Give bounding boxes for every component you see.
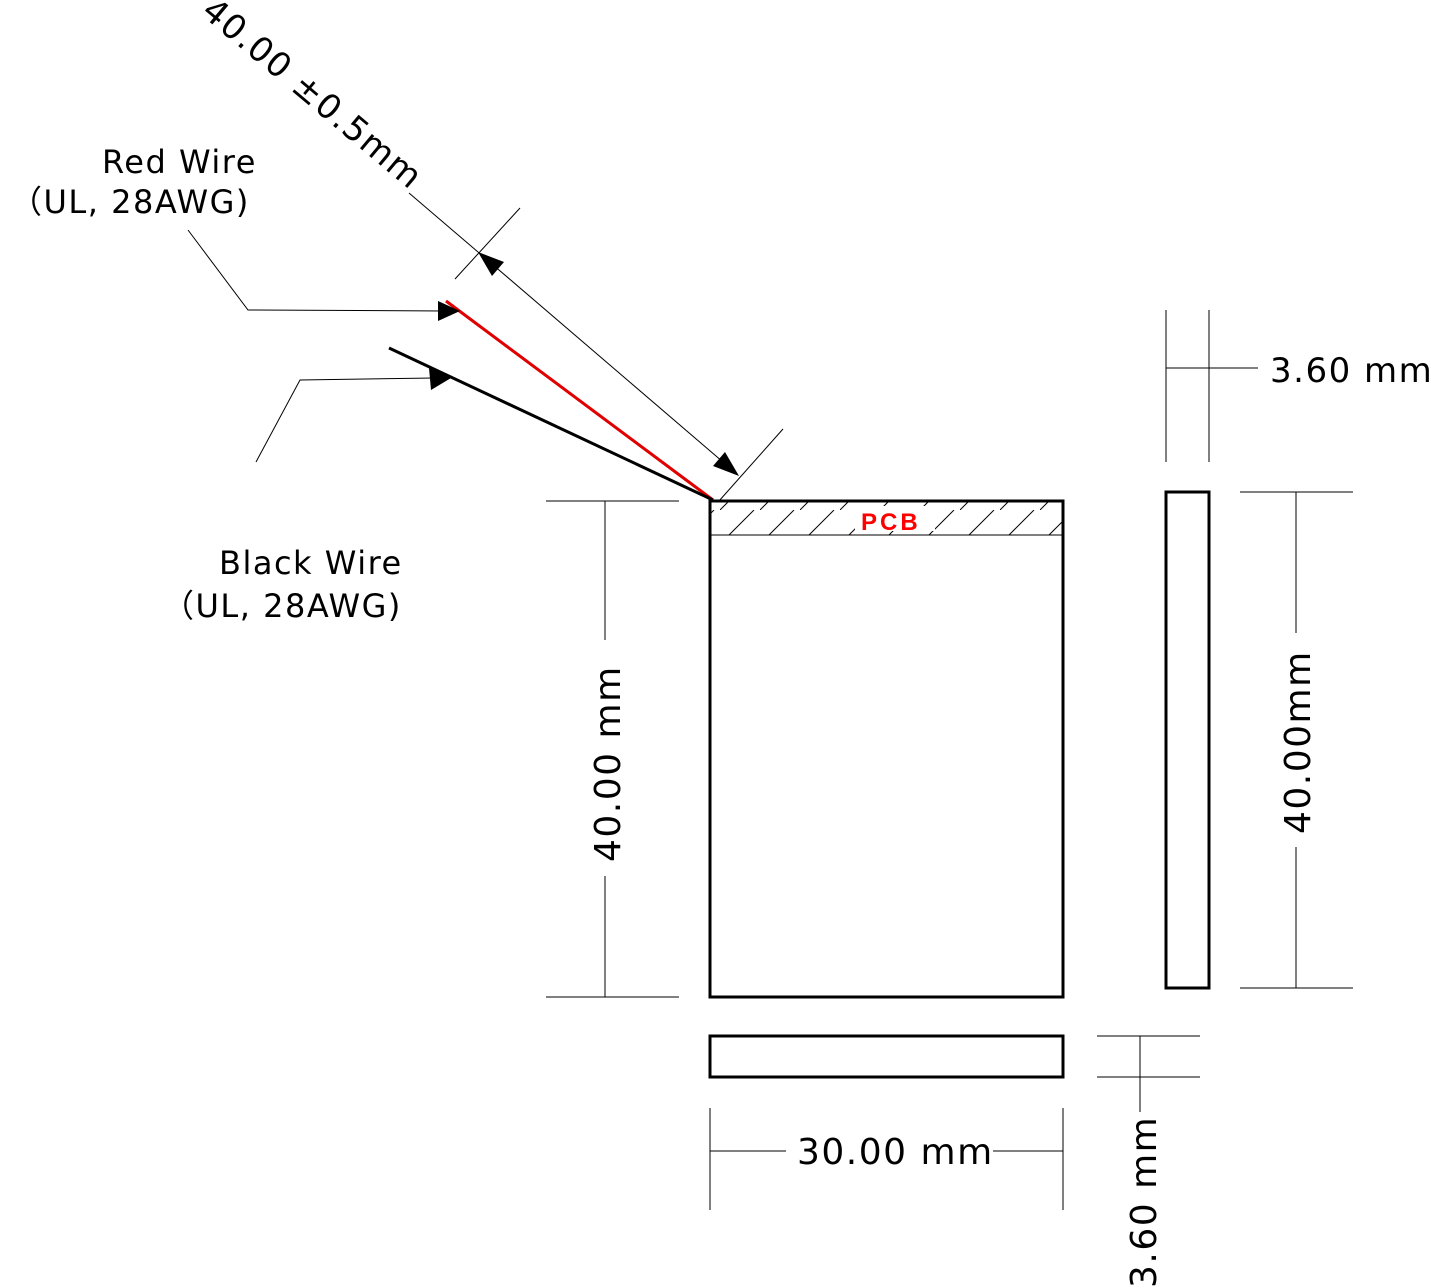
pcb-label-bg: [855, 506, 935, 531]
bottom-thickness-dimension: 3.60 mm: [1097, 1035, 1200, 1288]
red-wire-leader: [187, 229, 446, 312]
red-wire-callout: Red Wire （UL, 28AWG): [10, 143, 460, 321]
bottom-thickness-label: 3.60 mm: [1124, 1116, 1165, 1288]
black-wire-spec: （UL, 28AWG): [162, 587, 402, 625]
battery-side-view: [1164, 490, 1211, 990]
battery-body: [708, 499, 1065, 999]
red-wire: [445, 299, 714, 502]
extension-line-start: [454, 207, 521, 280]
red-wire-label: Red Wire: [102, 143, 257, 181]
pcb-label: PCB: [861, 509, 921, 536]
extension-line-end: [718, 428, 784, 502]
wire-length-dimension: 40.00 ±0.5mm: [194, 0, 784, 502]
battery-front-view: PCB: [708, 499, 1065, 999]
side-height-dimension: 40.00mm: [1240, 491, 1353, 989]
red-wire-spec: （UL, 28AWG): [10, 183, 250, 221]
bottom-width-dimension: 30.00 mm: [709, 1108, 1064, 1210]
front-height-dimension: 40.00 mm: [546, 500, 679, 998]
bottom-width-label: 30.00 mm: [797, 1132, 994, 1173]
top-thickness-label: 3.60 mm: [1270, 351, 1431, 391]
arrow-head-start: [478, 252, 504, 276]
leader-line-text: [408, 192, 479, 253]
arrow-head-red: [438, 301, 460, 321]
side-height-label: 40.00mm: [1278, 650, 1319, 834]
front-height-label: 40.00 mm: [588, 665, 629, 862]
battery-bottom-view: [708, 1034, 1065, 1079]
dimension-line-diagonal: [477, 251, 738, 475]
black-wire: [388, 346, 714, 502]
arrow-head-end: [713, 452, 739, 476]
top-thickness-dimension: 3.60 mm: [1165, 310, 1431, 462]
black-wire-callout: Black Wire （UL, 28AWG): [162, 368, 451, 625]
black-wire-label: Black Wire: [219, 544, 403, 582]
arrow-head-black: [429, 368, 451, 390]
black-wire-leader: [255, 377, 435, 463]
